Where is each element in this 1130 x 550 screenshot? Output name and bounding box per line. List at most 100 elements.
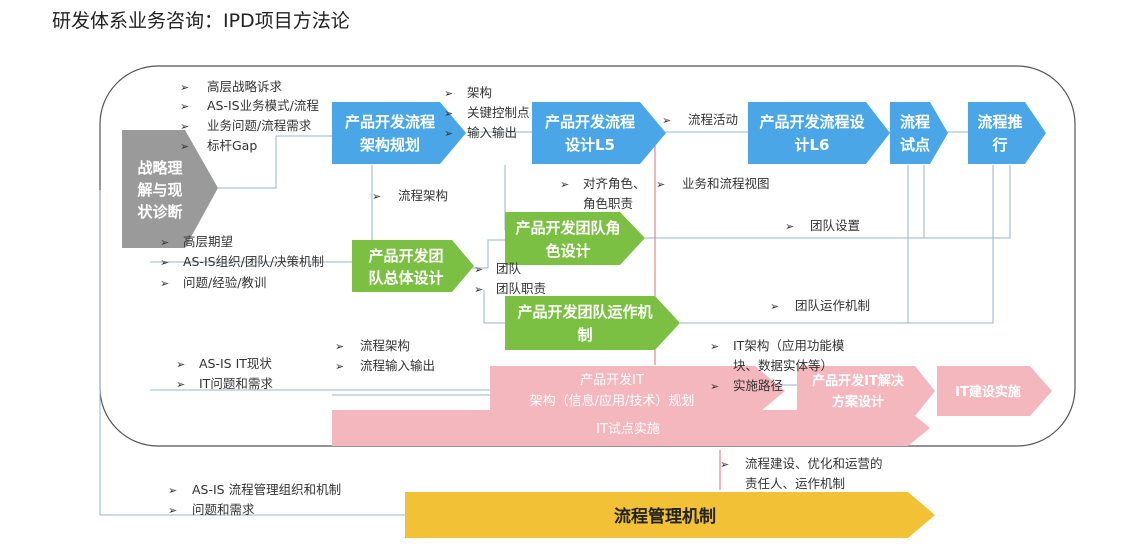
strategy-input-2: AS-IS业务模式/流程 [207,98,319,113]
mgmt-input-1: AS-IS 流程管理组织和机制 [192,482,341,497]
svg-text:➢: ➢ [160,236,169,249]
it-pilot-bar [332,410,930,446]
svg-text:➢: ➢ [176,358,185,371]
arch-plan-label-2: 架构规划 [359,136,420,154]
team-input-2: AS-IS组织/团队/决策机制 [183,254,324,269]
align-roles-2: 角色职责 [583,196,633,211]
mgmt-box [405,492,935,538]
pilot-label-1: 流程 [900,113,930,131]
svg-text:➢: ➢ [560,178,569,191]
team-ops-label-1: 产品开发团队运作机 [517,303,652,321]
team-ops-box [505,296,680,350]
process-arch-label: 流程架构 [398,188,448,203]
team-setup-label: 团队设置 [810,218,860,233]
svg-text:➢: ➢ [444,87,453,100]
svg-text:➢: ➢ [168,504,177,517]
promote-label-1: 流程推 [977,113,1022,131]
strategy-input-4: 标杆Gap [207,138,257,153]
design-l6-label-2: 计L6 [795,136,830,154]
team-ops-label-2: 制 [577,326,592,344]
design-l6-label-1: 产品开发流程设 [759,113,864,131]
svg-text:➢: ➢ [176,378,185,391]
svg-text:➢: ➢ [785,220,794,233]
team-output-1: 团队 [496,261,522,276]
team-overall-label-1: 产品开发团 [368,247,443,265]
it-solution-box [797,366,935,416]
mgmt-label: 流程管理机制 [614,506,716,527]
arch-output-3: 输入输出 [467,125,517,140]
arch-plan-box [332,102,466,164]
it-arch-box [490,366,785,416]
design-l5-box [532,102,666,164]
strategy-input-1: 高层战略诉求 [207,79,283,94]
svg-text:➢: ➢ [474,263,483,276]
team-overall-box [352,240,474,292]
page-title: 研发体系业务咨询：IPD项目方法论 [52,10,350,32]
svg-text:➢: ➢ [444,107,453,120]
svg-text:➢: ➢ [180,140,189,153]
align-roles-1: 对齐角色、 [583,176,646,191]
strategy-label-2: 解与现 [137,181,182,199]
svg-text:➢: ➢ [474,283,483,296]
strategy-box [122,130,218,248]
svg-text:➢: ➢ [180,81,189,94]
it-arch-label-2: 架构（信息/应用/技术）规划 [530,393,695,409]
arch-output-1: 架构 [467,85,492,100]
bullet-glyphs: ➢ ➢ ➢ ➢ ➢ ➢ ➢ ➢ ➢ ➢ ➢ ➢ ➢ ➢ ➢ ➢ ➢ ➢ ➢ ➢ … [160,81,794,517]
svg-text:➢: ➢ [160,256,169,269]
team-input-3: 问题/经验/教训 [183,275,266,290]
pilot-box [890,102,948,164]
svg-text:➢: ➢ [372,190,381,203]
process-activity-label: 流程活动 [688,112,738,127]
mgmt-output-1: 流程建设、优化和运营的 [745,456,883,471]
it-pilot-label: IT试点实施 [596,422,660,437]
design-l5-label-1: 产品开发流程 [545,113,635,131]
design-l6-box [748,102,890,164]
svg-text:➢: ➢ [180,120,189,133]
team-role-box [505,212,645,265]
svg-text:➢: ➢ [335,340,344,353]
svg-text:➢: ➢ [335,360,344,373]
pilot-label-2: 试点 [900,136,930,154]
svg-text:➢: ➢ [710,380,719,393]
team-role-label-1: 产品开发团队角 [515,219,620,237]
svg-text:➢: ➢ [656,178,665,191]
svg-text:➢: ➢ [720,458,729,471]
it-arch-output-3: 实施路径 [733,378,783,393]
team-ops-mech-label: 团队运作机制 [795,298,870,313]
strategy-input-3: 业务问题/流程需求 [207,118,312,133]
arch-plan-label-1: 产品开发流程 [345,113,435,131]
it-solution-label-1: 产品开发IT解决 [812,373,905,389]
team-role-label-2: 色设计 [545,242,590,260]
biz-view-label: 业务和流程视图 [682,176,770,191]
svg-text:➢: ➢ [710,340,719,353]
promote-box [968,102,1046,164]
promote-label-2: 行 [991,136,1007,154]
it-input-2: IT问题和需求 [199,376,273,391]
team-input-1: 高层期望 [183,234,233,249]
mgmt-input-2: 问题和需求 [192,502,255,517]
svg-text:➢: ➢ [444,127,453,140]
svg-text:➢: ➢ [180,100,189,113]
it-solution-label-2: 方案设计 [832,394,884,410]
team-output-2: 团队职责 [496,281,546,296]
team-overall-label-2: 队总体设计 [368,269,443,287]
it-arch-output-1: IT架构（应用功能模 [733,338,845,353]
strategy-label-3: 状诊断 [137,203,182,221]
strategy-label-1: 战略理 [137,159,182,177]
process-io-2: 流程输入输出 [360,358,435,373]
annotations: 高层战略诉求 AS-IS业务模式/流程 业务问题/流程需求 标杆Gap 架构 关… [183,79,883,517]
arch-output-2: 关键控制点 [467,105,530,120]
it-build-label: IT建设实施 [955,384,1021,400]
svg-text:➢: ➢ [160,277,169,290]
svg-text:➢: ➢ [168,484,177,497]
it-input-1: AS-IS IT现状 [199,356,272,371]
mgmt-output-2: 责任人、运作机制 [745,476,845,491]
svg-text:➢: ➢ [662,114,671,127]
svg-text:➢: ➢ [770,300,779,313]
it-arch-label-1: 产品开发IT [580,372,644,388]
design-l5-label-2: 设计L5 [565,136,615,154]
process-io-1: 流程架构 [360,338,410,353]
it-build-box [937,366,1052,416]
